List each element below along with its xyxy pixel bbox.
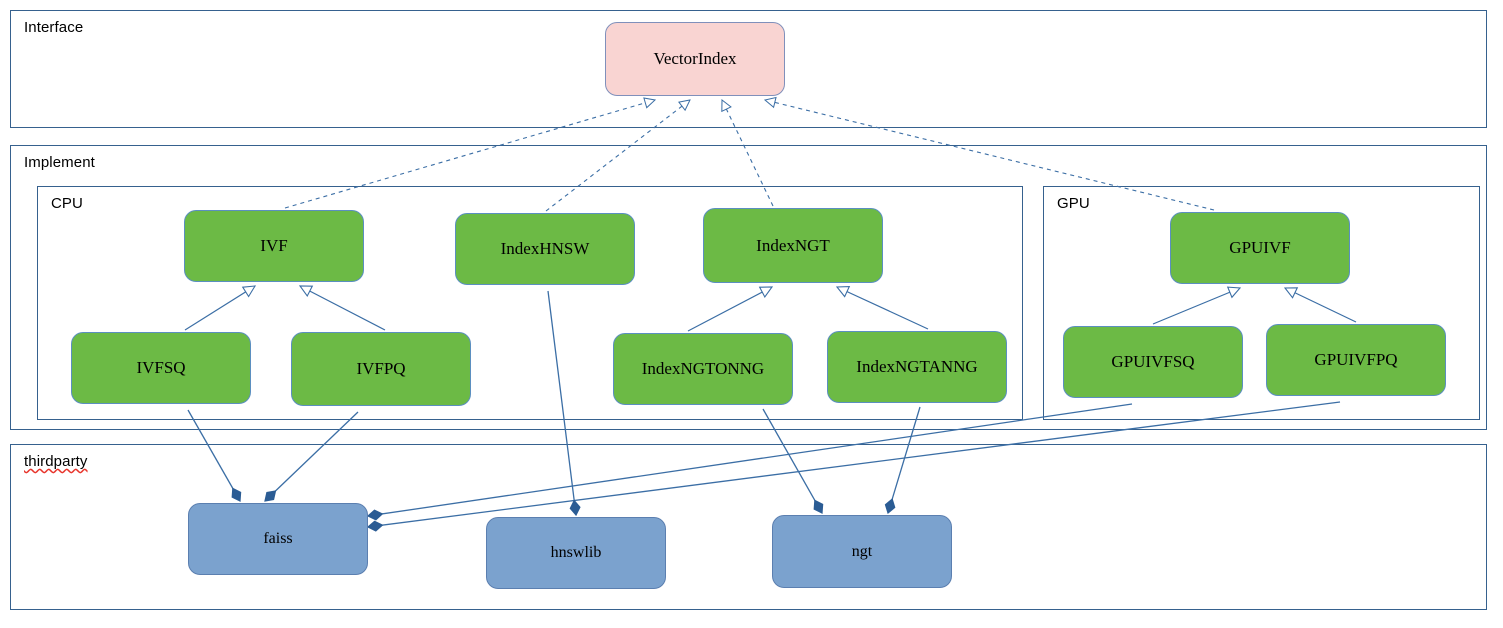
node-label: IVF	[260, 236, 288, 255]
node-label: faiss	[263, 530, 293, 547]
edge-realization-indexhnsw-to-vectorindex	[545, 100, 690, 212]
edge-composition-faiss-to-ivfsq	[187, 409, 242, 502]
edge-composition-ngt-to-indexngtonng	[762, 408, 824, 514]
node-indexhnsw[interactable]: IndexHNSW	[455, 213, 635, 285]
group-label-implement: Implement	[24, 154, 95, 171]
node-label: GPUIVF	[1229, 238, 1291, 257]
node-gpuivfpq[interactable]: GPUIVFPQ	[1266, 324, 1446, 396]
node-indexngtanng[interactable]: IndexNGTANNG	[827, 331, 1007, 403]
group-gpu	[1043, 186, 1480, 420]
edge-inheritance-indexngtonng-to-indexngt	[687, 287, 772, 332]
group-label-thirdparty: thirdparty	[24, 453, 88, 470]
group-thirdparty	[10, 444, 1487, 610]
node-ivfsq[interactable]: IVFSQ	[71, 332, 251, 404]
node-indexngtonng[interactable]: IndexNGTONNG	[613, 333, 793, 405]
group-cpu	[37, 186, 1023, 420]
edge-composition-faiss-to-gpuivfsq	[366, 403, 1133, 521]
node-label: IndexNGT	[756, 235, 830, 255]
node-label: GPUIVFSQ	[1111, 352, 1195, 371]
node-label: GPUIVFPQ	[1314, 350, 1398, 369]
node-gpuivf[interactable]: GPUIVF	[1170, 212, 1350, 284]
edge-inheritance-ivfpq-to-ivf	[300, 286, 386, 331]
node-ivfpq[interactable]: IVFPQ	[291, 332, 471, 406]
group-label-interface: Interface	[24, 19, 84, 36]
node-label: ngt	[851, 542, 873, 560]
node-label: IndexNGTANNG	[856, 357, 978, 376]
node-gpuivfsq[interactable]: GPUIVFSQ	[1063, 326, 1243, 398]
group-label-cpu: CPU	[51, 195, 83, 212]
node-label: IVFPQ	[356, 359, 406, 378]
edge-inheritance-gpuivfpq-to-gpuivf	[1285, 288, 1357, 323]
edge-realization-gpuivf-to-vectorindex	[765, 100, 1215, 211]
node-vectorindex[interactable]: VectorIndex	[605, 22, 785, 96]
group-label-gpu: GPU	[1057, 195, 1090, 212]
edge-composition-hnswlib-to-indexhnsw	[547, 290, 581, 517]
edge-composition-faiss-to-ivfpq	[264, 411, 359, 502]
edge-inheritance-indexngtanng-to-indexngt	[837, 287, 929, 330]
node-label: VectorIndex	[653, 49, 737, 68]
group-implement	[10, 145, 1487, 430]
edge-inheritance-gpuivfsq-to-gpuivf	[1152, 288, 1240, 325]
edge-composition-faiss-to-gpuivfpq	[366, 401, 1341, 532]
node-faiss[interactable]: faiss	[188, 503, 368, 575]
node-label: IndexNGTONNG	[641, 359, 765, 378]
edge-inheritance-ivfsq-to-ivf	[184, 286, 255, 331]
edge-realization-indexngt-to-vectorindex	[722, 100, 774, 207]
node-label: hnswlib	[550, 544, 602, 561]
node-ivf[interactable]: IVF	[184, 210, 364, 282]
group-interface	[10, 10, 1487, 128]
edge-realization-ivf-to-vectorindex	[284, 100, 655, 209]
node-indexngt[interactable]: IndexNGT	[703, 208, 883, 283]
node-label: IVFSQ	[136, 358, 186, 377]
edge-composition-ngt-to-indexngtanng	[884, 406, 921, 515]
node-ngt[interactable]: ngt	[772, 515, 952, 588]
node-label: IndexHNSW	[500, 239, 590, 258]
node-hnswlib[interactable]: hnswlib	[486, 517, 666, 589]
